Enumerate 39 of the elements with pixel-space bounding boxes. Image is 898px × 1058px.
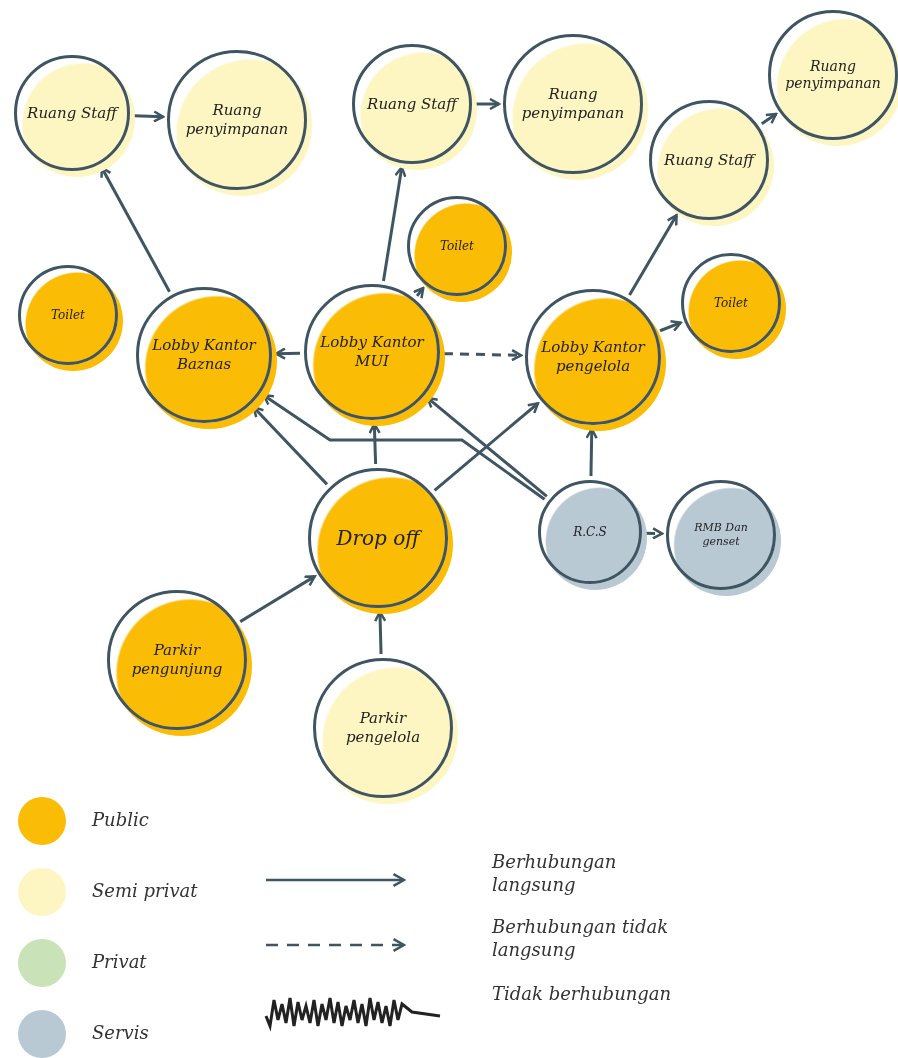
space-label: Ruang Staff — [663, 150, 757, 170]
arrow — [274, 347, 301, 360]
space-label: Lobby Kantor Baznas — [151, 336, 258, 374]
legend-label: Servis — [92, 1021, 150, 1045]
space-label: Parkir pengunjung — [130, 641, 224, 679]
space-label: Toilet — [439, 238, 475, 254]
arrow — [645, 527, 664, 540]
space-label: Drop off — [335, 525, 423, 551]
arrow — [443, 348, 523, 362]
legend-label: Tidak berhubungan — [492, 982, 673, 1006]
space-label: Lobby Kantor MUI — [319, 333, 426, 371]
arrow — [628, 213, 678, 296]
arrow — [476, 97, 501, 111]
arrow — [659, 320, 682, 333]
space-label: Lobby Kantor pengelola — [540, 338, 647, 376]
legend-label: Privat — [92, 950, 148, 974]
space-label: Toilet — [713, 295, 749, 311]
space-label: RMB Dan genset — [693, 521, 749, 549]
arrow — [760, 112, 778, 126]
space-label: Toilet — [50, 307, 86, 323]
space-label: Ruang penyimpanan — [184, 101, 290, 139]
arrow — [381, 165, 407, 282]
legend-label: Berhubungan tidak langsung — [492, 915, 670, 962]
space-label: Ruang penyimpanan — [784, 57, 882, 93]
arrow — [262, 394, 546, 501]
space-label: Ruang Staff — [26, 103, 120, 123]
arrow — [412, 286, 425, 300]
arrow — [433, 402, 540, 492]
space-label: Ruang penyimpanan — [520, 85, 626, 123]
space-label: Parkir pengelola — [344, 709, 422, 747]
legend-label: Public — [92, 808, 150, 832]
space-label: Ruang Staff — [366, 94, 460, 114]
arrow — [426, 396, 548, 498]
arrow — [239, 575, 316, 623]
space-label: R.C.S — [572, 524, 608, 540]
arrow — [252, 405, 329, 486]
legend-label: Semi privat — [92, 879, 199, 903]
arrow — [133, 110, 165, 123]
legend-label: Berhubungan langsung — [492, 850, 618, 897]
